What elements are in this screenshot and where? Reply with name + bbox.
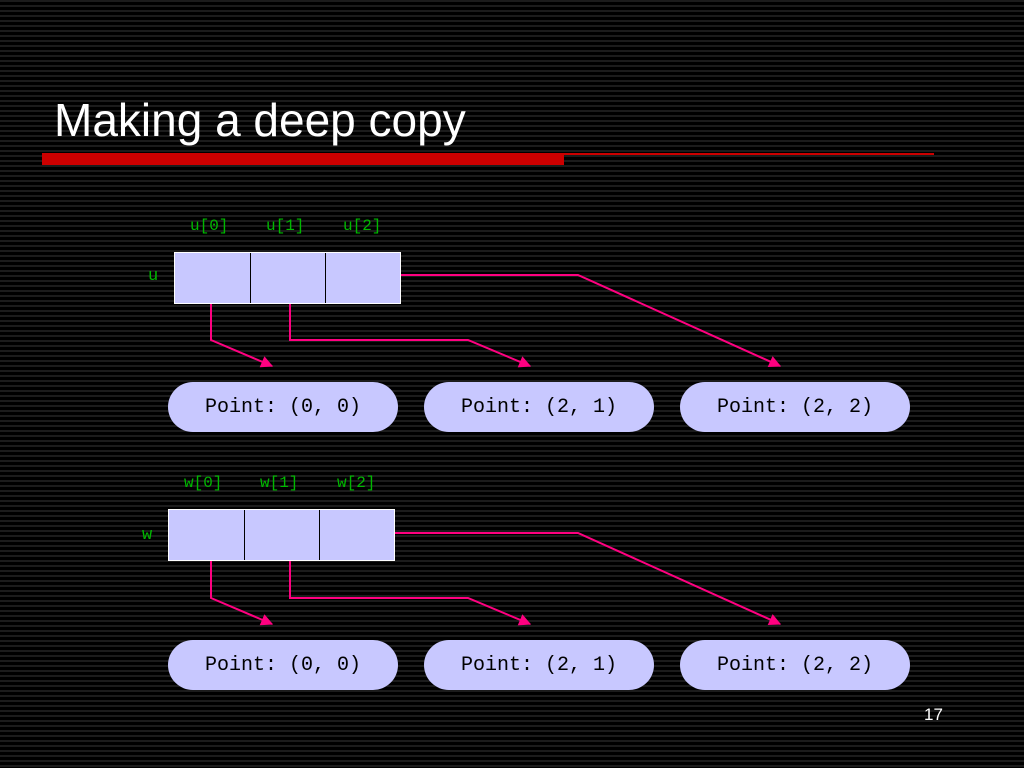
- array-cell-u0: [175, 253, 250, 303]
- point-box-u1: Point: (2, 1): [424, 382, 654, 432]
- point-box-u0: Point: (0, 0): [168, 382, 398, 432]
- arrow-w1: [289, 533, 532, 626]
- slide-title: Making a deep copy: [54, 94, 466, 146]
- arrow-u2: [362, 274, 782, 368]
- index-label-u0: u[0]: [190, 217, 229, 235]
- index-label-u2: u[2]: [343, 217, 382, 235]
- array-cell-w2: [319, 510, 394, 560]
- array-name-u: u: [148, 267, 159, 286]
- array-cell-w0: [169, 510, 244, 560]
- page-number: 17: [924, 705, 943, 724]
- arrow-w2: [362, 532, 782, 626]
- index-label-w0: w[0]: [184, 474, 223, 492]
- array-name-w: w: [142, 526, 153, 545]
- index-label-u1: u[1]: [266, 217, 305, 235]
- array-cells-u: [174, 252, 401, 304]
- array-cells-w: [168, 509, 395, 561]
- title-underline-thick: [42, 153, 564, 165]
- array-cell-w1: [244, 510, 319, 560]
- index-label-w2: w[2]: [337, 474, 376, 492]
- point-box-u2: Point: (2, 2): [680, 382, 910, 432]
- point-box-w2: Point: (2, 2): [680, 640, 910, 690]
- arrow-u1: [289, 276, 532, 368]
- index-label-w1: w[1]: [260, 474, 299, 492]
- array-cell-u1: [250, 253, 325, 303]
- point-box-w0: Point: (0, 0): [168, 640, 398, 690]
- title-underline-thin: [564, 153, 934, 155]
- array-cell-u2: [325, 253, 400, 303]
- point-box-w1: Point: (2, 1): [424, 640, 654, 690]
